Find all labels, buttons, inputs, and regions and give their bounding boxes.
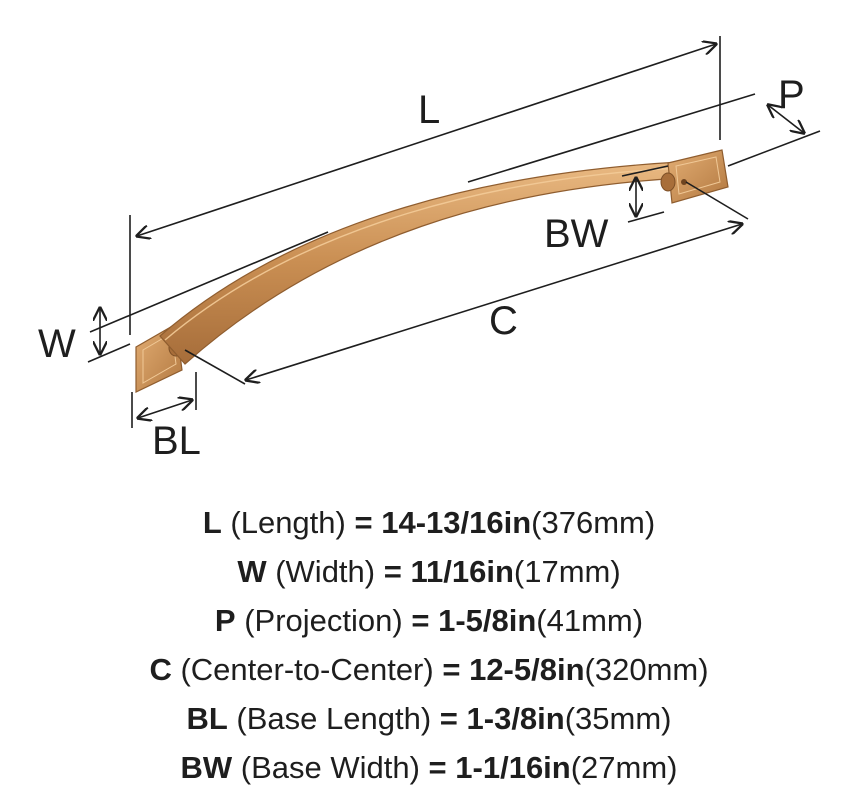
spec-imperial: 11/16in — [410, 554, 514, 589]
spec-symbol: W — [237, 554, 267, 589]
spec-equals: = — [411, 603, 430, 638]
spec-metric: (27mm) — [570, 750, 678, 785]
spec-row-projection: P (Projection) = 1-5/8in(41mm) — [0, 596, 858, 645]
spec-description: (Length) — [230, 505, 346, 540]
spec-description: (Center-to-Center) — [180, 652, 434, 687]
label-P: P — [778, 73, 805, 117]
spec-row-base-width: BW (Base Width) = 1-1/16in(27mm) — [0, 743, 858, 792]
spec-metric: (17mm) — [513, 554, 621, 589]
cabinet-pull-handle — [135, 149, 729, 393]
spec-imperial: 1-3/8in — [466, 701, 565, 736]
label-L: L — [418, 88, 440, 132]
spec-symbol: C — [149, 652, 172, 687]
handle-bar — [159, 161, 683, 365]
spec-symbol: L — [202, 505, 222, 540]
spec-imperial: 1-5/8in — [438, 603, 537, 638]
spec-equals: = — [439, 701, 458, 736]
spec-description: (Base Length) — [236, 701, 432, 736]
spec-description: (Width) — [275, 554, 376, 589]
spec-symbol: BL — [186, 701, 228, 736]
dimension-lines — [87, 36, 821, 428]
spec-symbol: P — [214, 603, 236, 638]
base-length-dimension-line — [138, 400, 192, 418]
spec-equals: = — [354, 505, 373, 540]
length-dimension-line — [137, 44, 716, 236]
handle-dimension-diagram: L P BW W C BL — [38, 36, 821, 463]
spec-equals: = — [428, 750, 447, 785]
spec-metric: (320mm) — [584, 652, 709, 687]
label-BW: BW — [544, 212, 609, 256]
spec-metric: (376mm) — [531, 505, 656, 540]
spec-equals: = — [442, 652, 461, 687]
right-base-plate — [660, 149, 729, 204]
specification-list: L (Length) = 14-13/16in(376mm) W (Width)… — [0, 498, 858, 792]
spec-row-base-length: BL (Base Length) = 1-3/8in(35mm) — [0, 694, 858, 743]
spec-description: (Projection) — [244, 603, 403, 638]
spec-description: (Base Width) — [240, 750, 420, 785]
spec-equals: = — [383, 554, 402, 589]
label-BL: BL — [152, 419, 201, 463]
spec-row-center-to-center: C (Center-to-Center) = 12-5/8in(320mm) — [0, 645, 858, 694]
label-C: C — [489, 299, 518, 343]
center-to-center-dimension-line — [246, 224, 742, 380]
spec-imperial: 1-1/16in — [455, 750, 571, 785]
spec-imperial: 12-5/8in — [469, 652, 585, 687]
spec-row-length: L (Length) = 14-13/16in(376mm) — [0, 498, 858, 547]
spec-metric: (41mm) — [536, 603, 644, 638]
spec-imperial: 14-13/16in — [381, 505, 532, 540]
spec-row-width: W (Width) = 11/16in(17mm) — [0, 547, 858, 596]
projection-dimension-line — [768, 105, 804, 133]
spec-symbol: BW — [180, 750, 233, 785]
label-W: W — [38, 322, 76, 366]
spec-metric: (35mm) — [564, 701, 672, 736]
